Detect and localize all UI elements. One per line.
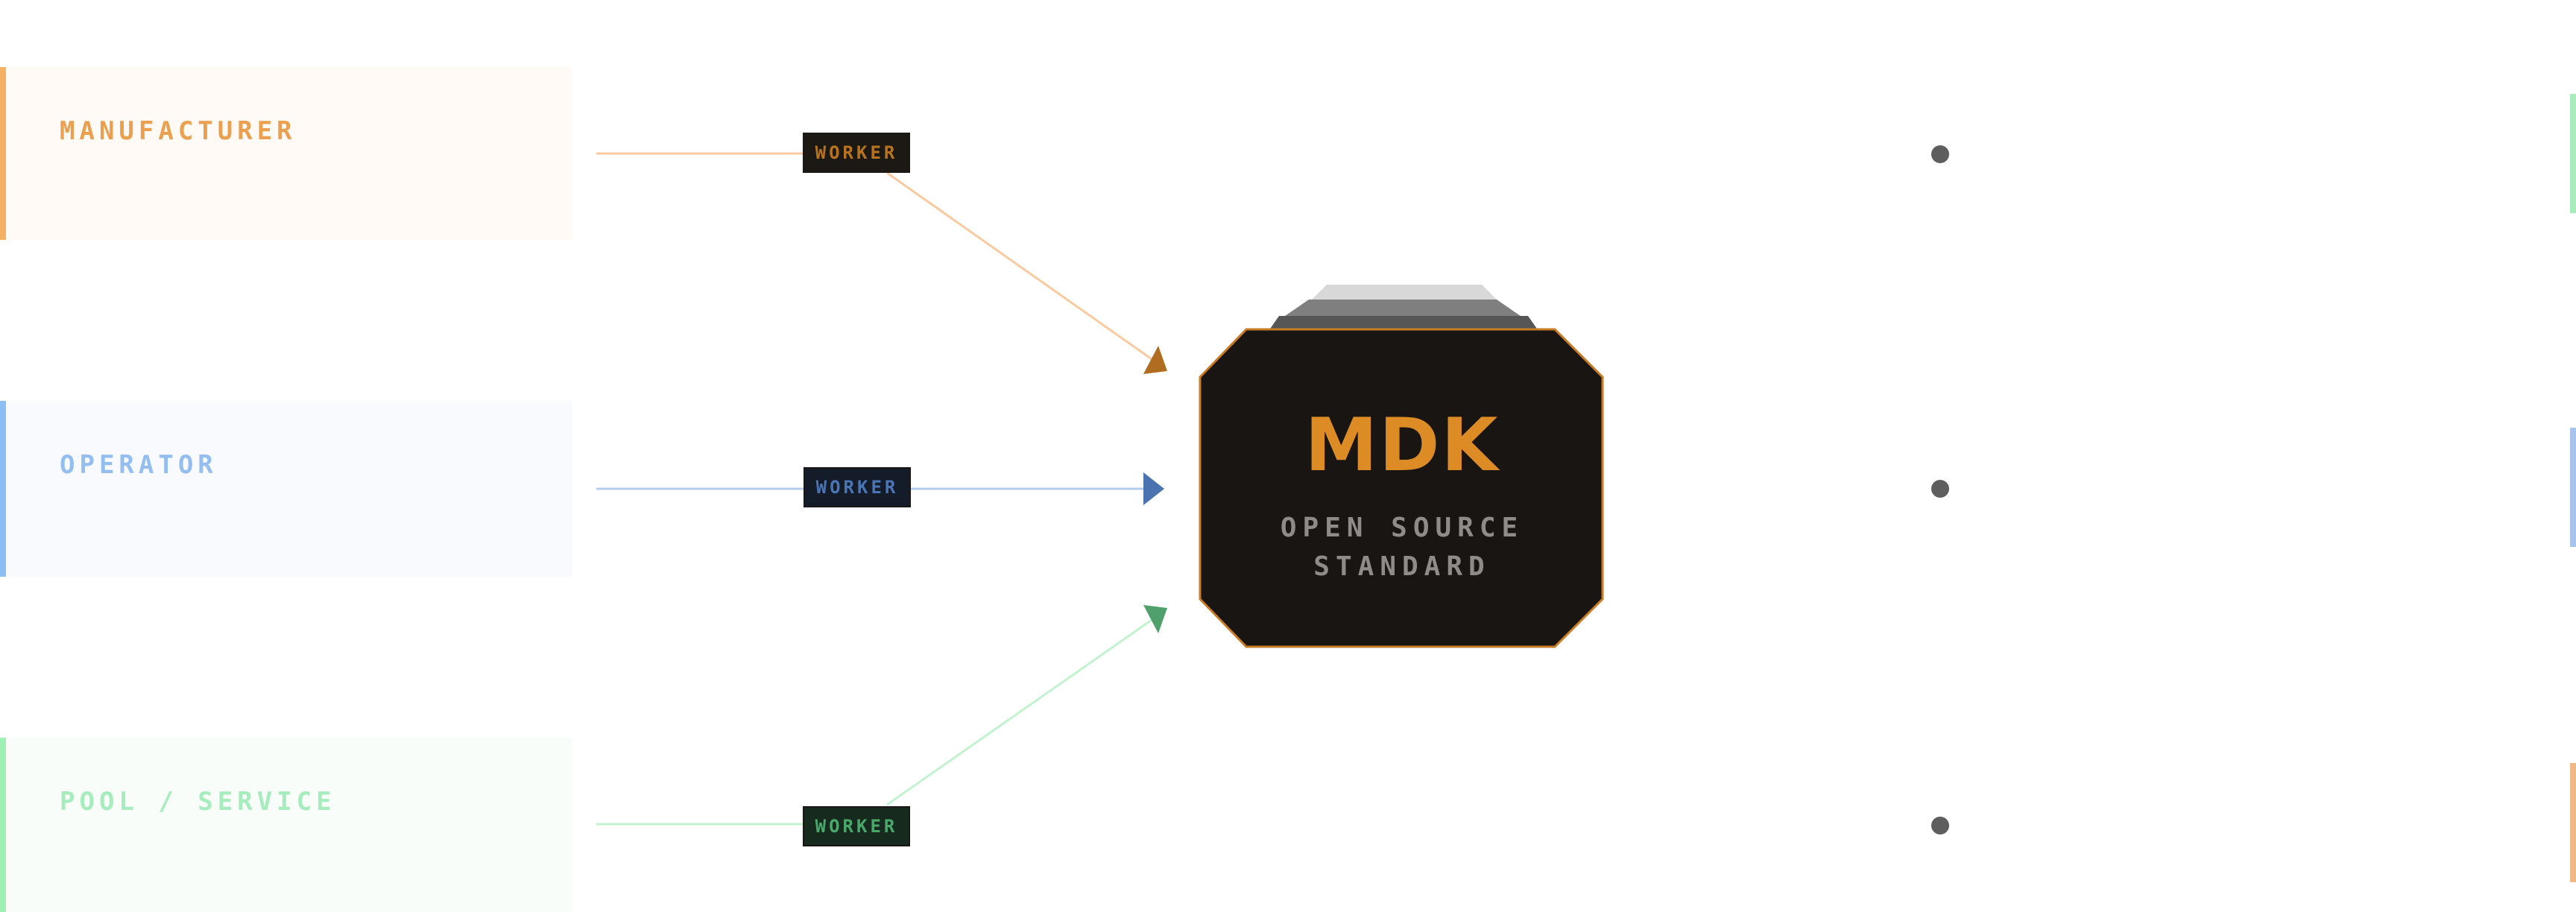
right-accent-bar xyxy=(2570,94,2576,213)
worker-chip-manufacturer: WORKER xyxy=(803,133,910,173)
hub-octagon xyxy=(1199,328,1604,648)
connector-line-pool-service-diagonal xyxy=(886,617,1155,806)
hub-subtitle-line-2: STANDARD xyxy=(1313,551,1491,582)
role-accent-bar xyxy=(0,738,6,912)
worker-chip-pool-service: WORKER xyxy=(803,806,910,846)
arrow-head-manufacturer xyxy=(1143,346,1167,374)
hub-title: MDK xyxy=(1304,403,1500,488)
node-dot xyxy=(1931,817,1949,835)
hub-stack-layer-middle xyxy=(1285,300,1521,316)
role-title: MANUFACTURER xyxy=(60,116,297,146)
role-card-manufacturer: MANUFACTURER xyxy=(0,67,572,240)
hub-stack-layer-front xyxy=(1269,316,1538,331)
arrow-head-pool-service xyxy=(1143,605,1167,633)
role-title: POOL / SERVICE xyxy=(60,787,336,817)
role-title: OPERATOR xyxy=(60,450,218,480)
right-accent-bar xyxy=(2570,428,2576,547)
role-accent-bar xyxy=(0,401,6,577)
node-dot xyxy=(1931,145,1949,163)
connector-line-manufacturer-diagonal xyxy=(886,171,1155,362)
right-accent-bar xyxy=(2570,763,2576,882)
role-card-operator: OPERATOR xyxy=(0,401,572,577)
role-accent-bar xyxy=(0,67,6,240)
hub-subtitle-line-1: OPEN SOURCE xyxy=(1280,513,1524,543)
arrow-head-operator xyxy=(1143,472,1164,505)
node-dot xyxy=(1931,480,1949,498)
worker-chip-operator: WORKER xyxy=(804,467,911,507)
role-card-pool-service: POOL / SERVICE xyxy=(0,738,572,912)
